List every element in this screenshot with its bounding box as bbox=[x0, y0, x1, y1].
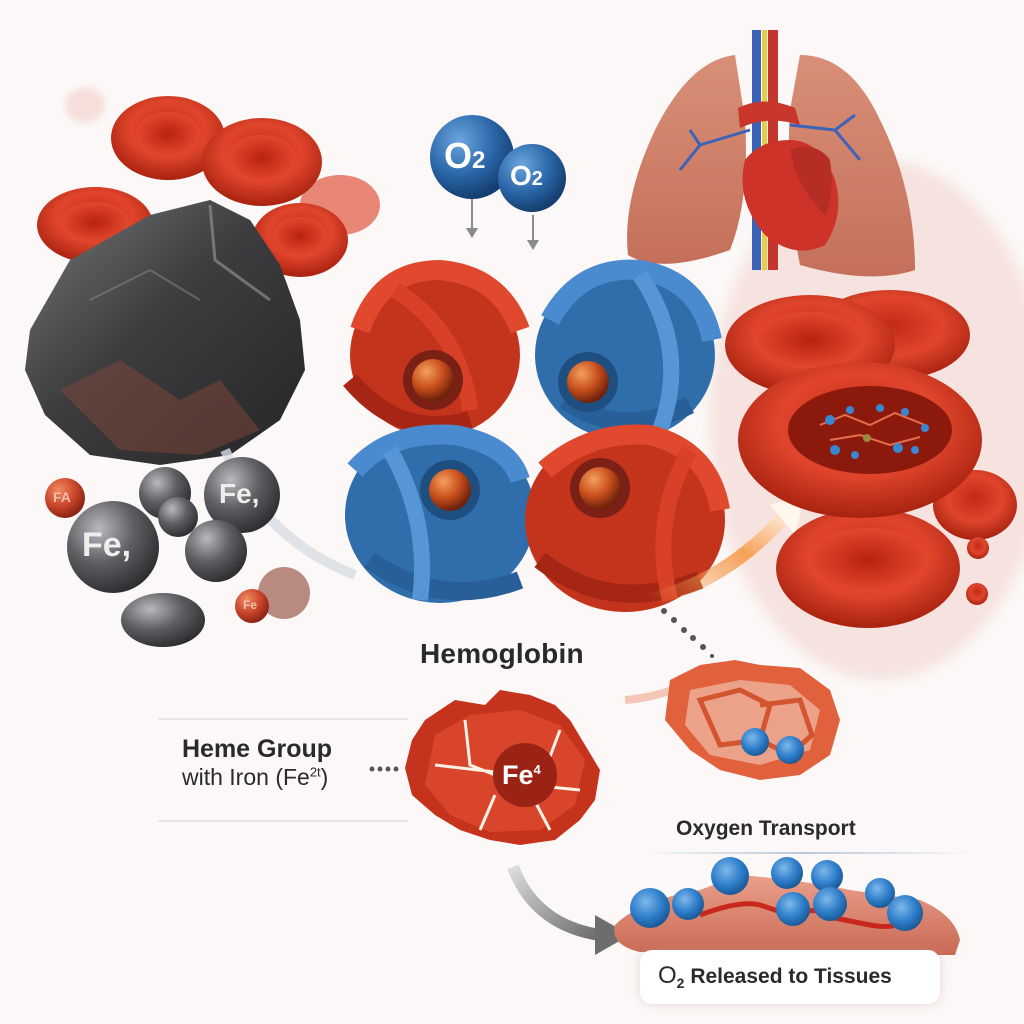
heme-group-gear bbox=[405, 690, 600, 845]
oxygen-molecule-label-2: O2 bbox=[510, 160, 543, 192]
dotted-leader-lattice bbox=[661, 608, 714, 658]
heme-sub-charge: 2t bbox=[309, 764, 321, 780]
oxygen-symbol: O bbox=[444, 135, 473, 176]
oxygen-transport-label: Oxygen Transport bbox=[676, 817, 856, 840]
heme-lattice bbox=[624, 660, 840, 780]
released-oxygen-subscript: 2 bbox=[676, 975, 685, 992]
oxygen-symbol: O bbox=[510, 160, 532, 191]
heme-center-iron-label: Fe4 bbox=[502, 760, 541, 791]
lungs-and-heart bbox=[627, 30, 915, 277]
heme-sub-suffix: ) bbox=[320, 764, 329, 790]
hemoglobin-inside-cell bbox=[819, 404, 929, 459]
oxygen-molecules-top bbox=[430, 115, 566, 250]
red-blood-cells-top-left bbox=[37, 87, 380, 277]
oxygen-subscript: 2 bbox=[531, 168, 543, 190]
heme-sub-iron: Iron (Fe bbox=[229, 764, 310, 790]
iron-sphere-label-3: FA bbox=[53, 489, 71, 505]
heme-group-subtitle: with Iron (Fe2t) bbox=[182, 764, 328, 791]
heme-center-symbol: Fe bbox=[502, 760, 534, 790]
heme-group-title: Heme Group bbox=[182, 735, 333, 763]
tissue-slab bbox=[614, 857, 960, 955]
hemoglobin-label: Hemoglobin bbox=[420, 638, 584, 669]
oxygen-transport-divider bbox=[640, 852, 970, 854]
oxygen-molecule-label-1: O2 bbox=[444, 135, 485, 177]
heme-sub-prefix: with bbox=[182, 764, 223, 790]
iron-sphere-label-4: Fe bbox=[243, 598, 258, 612]
released-oxygen-symbol: O bbox=[658, 962, 677, 989]
released-text: Released to Tissues bbox=[690, 965, 892, 988]
oxygen-subscript: 2 bbox=[472, 147, 486, 174]
iron-sphere-label-1: Fe, bbox=[219, 478, 260, 509]
iron-spheres bbox=[45, 457, 310, 647]
iron-sphere-label-2: Fe, bbox=[82, 526, 132, 564]
dotted-leader-heme bbox=[369, 766, 399, 772]
heme-center-sup: 4 bbox=[533, 762, 541, 777]
iron-ore-rock bbox=[25, 200, 305, 465]
released-label-box bbox=[640, 950, 940, 1004]
hemoglobin-tetramer bbox=[343, 259, 730, 612]
heme-group-label-box bbox=[158, 718, 408, 822]
released-to-tissues-label: O2 Released to Tissues bbox=[658, 962, 892, 991]
red-blood-cells-right bbox=[725, 290, 1017, 628]
